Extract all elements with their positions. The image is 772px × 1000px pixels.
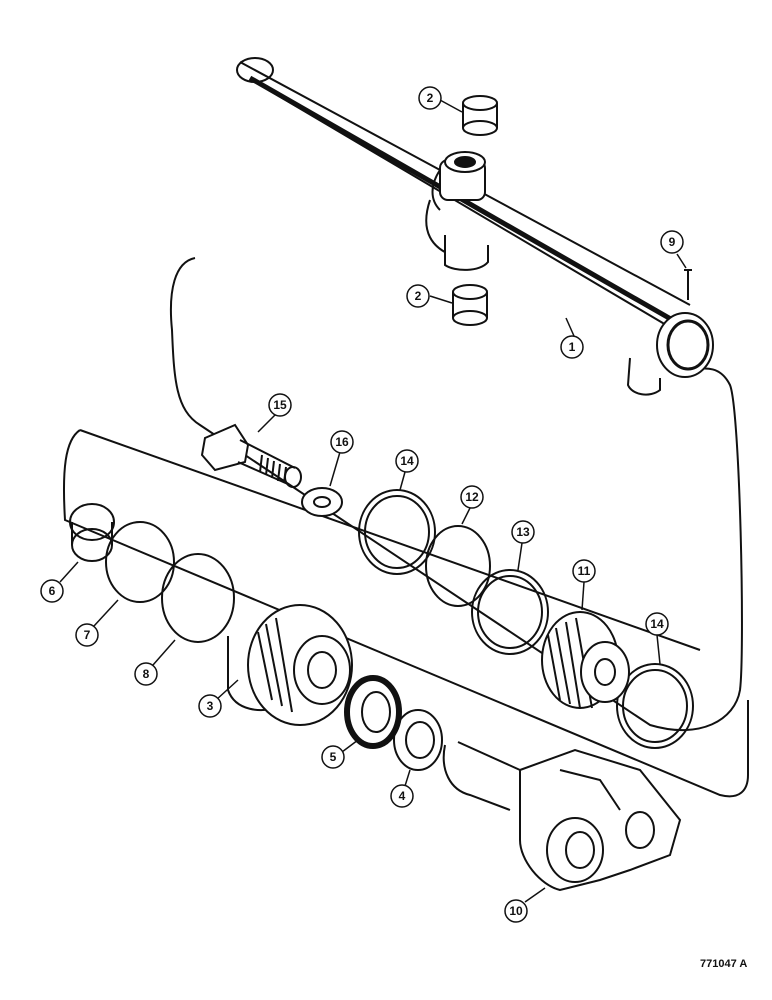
bolt [200, 423, 302, 488]
seal-ring-13 [471, 569, 549, 655]
svg-text:3: 3 [207, 699, 214, 713]
svg-text:14: 14 [400, 454, 414, 468]
svg-text:2: 2 [415, 289, 422, 303]
backup-ring-8 [161, 553, 235, 643]
svg-text:12: 12 [465, 490, 479, 504]
rod-seal [344, 675, 402, 749]
callout-15: 15 [268, 393, 292, 417]
group-outline-lower [62, 429, 749, 798]
grease-fitting [684, 269, 692, 300]
callout-3: 3 [198, 694, 222, 718]
svg-text:16: 16 [335, 435, 349, 449]
bushing-bottom [452, 284, 488, 326]
callout-8: 8 [134, 662, 158, 686]
svg-text:13: 13 [516, 525, 530, 539]
callout-9: 9 [660, 230, 684, 254]
svg-text:6: 6 [49, 584, 56, 598]
callout-11: 11 [572, 559, 596, 583]
callout-5: 5 [321, 745, 345, 769]
svg-text:5: 5 [330, 750, 337, 764]
cylinder-barrel [236, 57, 714, 396]
callout-13: 13 [511, 520, 535, 544]
svg-text:15: 15 [273, 398, 287, 412]
piston [541, 611, 630, 709]
callout-7: 7 [75, 623, 99, 647]
gland [227, 604, 353, 726]
svg-text:4: 4 [399, 789, 406, 803]
gland-bushing [69, 503, 115, 562]
wear-ring-top [358, 489, 436, 575]
svg-text:14: 14 [650, 617, 664, 631]
o-ring-7 [105, 521, 175, 603]
callout-4: 4 [390, 784, 414, 808]
callout-2-top: 2 [418, 86, 442, 110]
group-outline-upper [169, 257, 743, 732]
wear-ring-bottom [616, 663, 694, 749]
bushing-top [462, 95, 498, 136]
svg-text:1: 1 [569, 340, 576, 354]
piston-rod [442, 741, 682, 892]
callout-16: 16 [330, 430, 354, 454]
figure-code: 771047 A [700, 958, 748, 970]
washer [301, 487, 343, 517]
svg-text:9: 9 [669, 235, 676, 249]
seal-ring-12 [425, 525, 491, 607]
callout-14-left: 14 [395, 449, 419, 473]
svg-text:8: 8 [143, 667, 150, 681]
wiper-seal [393, 709, 443, 771]
callout-1: 1 [560, 335, 584, 359]
callout-10: 10 [504, 899, 528, 923]
callout-2-bottom: 2 [406, 284, 430, 308]
svg-text:7: 7 [84, 628, 91, 642]
callout-14-right: 14 [645, 612, 669, 636]
svg-text:2: 2 [427, 91, 434, 105]
svg-text:11: 11 [578, 564, 591, 578]
callout-12: 12 [460, 485, 484, 509]
callout-6: 6 [40, 579, 64, 603]
svg-text:10: 10 [509, 904, 523, 918]
